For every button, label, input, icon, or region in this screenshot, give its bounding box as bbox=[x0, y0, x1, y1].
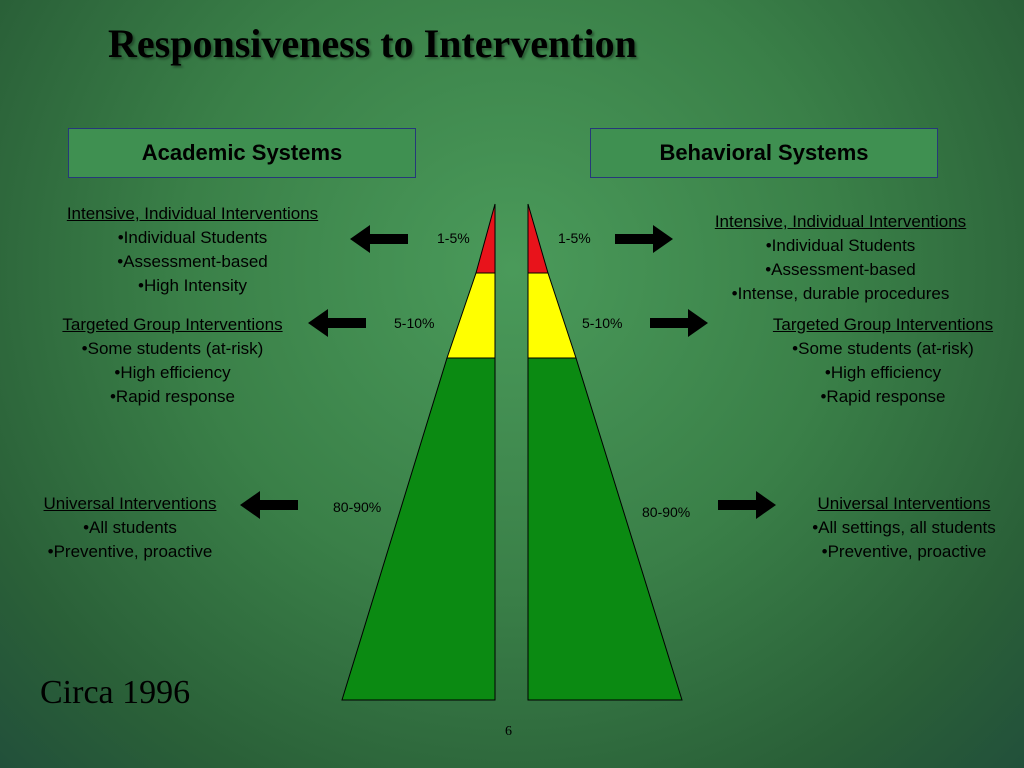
arrow-left-icon bbox=[350, 225, 408, 253]
arrow-right-icon bbox=[650, 309, 708, 337]
academic-targeted-bullet: •High efficiency bbox=[114, 363, 231, 382]
behavioral-pyramid bbox=[527, 203, 683, 701]
academic-universal-bullet: •All students bbox=[83, 518, 177, 537]
academic-targeted-block: Targeted Group Interventions •Some stude… bbox=[30, 313, 315, 409]
academic-universal-block: Universal Interventions •All students •P… bbox=[10, 492, 250, 564]
slide-title: Responsiveness to Intervention bbox=[108, 21, 637, 66]
behavioral-tier-targeted bbox=[527, 272, 577, 359]
academic-intensive-bullet: •Individual Students bbox=[117, 228, 268, 247]
academic-intensive-bullet: •High Intensity bbox=[138, 276, 247, 295]
academic-intensive-block: Intensive, Individual Interventions •Ind… bbox=[30, 202, 355, 298]
behavioral-systems-header: Behavioral Systems bbox=[590, 128, 938, 178]
behavioral-intensive-bullet: •Individual Students bbox=[765, 236, 916, 255]
academic-tier-intensive-percent: 1-5% bbox=[437, 230, 470, 246]
academic-tier-intensive bbox=[475, 203, 496, 274]
behavioral-tier-intensive-percent: 1-5% bbox=[558, 230, 591, 246]
academic-tier-universal bbox=[341, 357, 496, 701]
behavioral-targeted-block: Targeted Group Interventions •Some stude… bbox=[748, 313, 1018, 409]
academic-targeted-bullet: •Some students (at-risk) bbox=[81, 339, 264, 358]
academic-systems-header: Academic Systems bbox=[68, 128, 416, 178]
behavioral-universal-block: Universal Interventions •All settings, a… bbox=[788, 492, 1020, 564]
circa-footnote: Circa 1996 bbox=[40, 674, 191, 711]
arrow-right-icon bbox=[718, 491, 776, 519]
behavioral-tier-universal bbox=[527, 357, 683, 701]
behavioral-intensive-bullet: •Intense, durable procedures bbox=[731, 284, 950, 303]
behavioral-targeted-bullet: •Rapid response bbox=[820, 387, 946, 406]
behavioral-tier-targeted-percent: 5-10% bbox=[582, 315, 623, 331]
arrow-right-icon bbox=[615, 225, 673, 253]
behavioral-intensive-bullet: •Assessment-based bbox=[765, 260, 916, 279]
behavioral-intensive-block: Intensive, Individual Interventions •Ind… bbox=[688, 210, 993, 306]
slide-number: 6 bbox=[505, 724, 512, 739]
behavioral-targeted-bullet: •High efficiency bbox=[824, 363, 942, 382]
academic-universal-heading: Universal Interventions bbox=[43, 494, 217, 513]
academic-intensive-bullet: •Assessment-based bbox=[117, 252, 268, 271]
behavioral-universal-heading: Universal Interventions bbox=[817, 494, 991, 513]
behavioral-universal-bullet: •Preventive, proactive bbox=[821, 542, 987, 561]
academic-targeted-heading: Targeted Group Interventions bbox=[62, 315, 283, 334]
behavioral-intensive-heading: Intensive, Individual Interventions bbox=[714, 212, 967, 231]
academic-targeted-bullet: •Rapid response bbox=[109, 387, 236, 406]
academic-intensive-heading: Intensive, Individual Interventions bbox=[66, 204, 319, 223]
academic-tier-universal-percent: 80-90% bbox=[333, 499, 382, 515]
behavioral-universal-bullet: •All settings, all students bbox=[812, 518, 996, 537]
behavioral-targeted-bullet: •Some students (at-risk) bbox=[792, 339, 974, 358]
arrow-left-icon bbox=[308, 309, 366, 337]
behavioral-targeted-heading: Targeted Group Interventions bbox=[772, 315, 994, 334]
arrow-left-icon bbox=[240, 491, 298, 519]
behavioral-tier-universal-percent: 80-90% bbox=[642, 504, 691, 520]
behavioral-tier-intensive bbox=[527, 203, 549, 274]
academic-pyramid bbox=[341, 203, 496, 701]
academic-universal-bullet: •Preventive, proactive bbox=[47, 542, 213, 561]
academic-tier-targeted-percent: 5-10% bbox=[394, 315, 435, 331]
academic-tier-targeted bbox=[446, 272, 496, 359]
